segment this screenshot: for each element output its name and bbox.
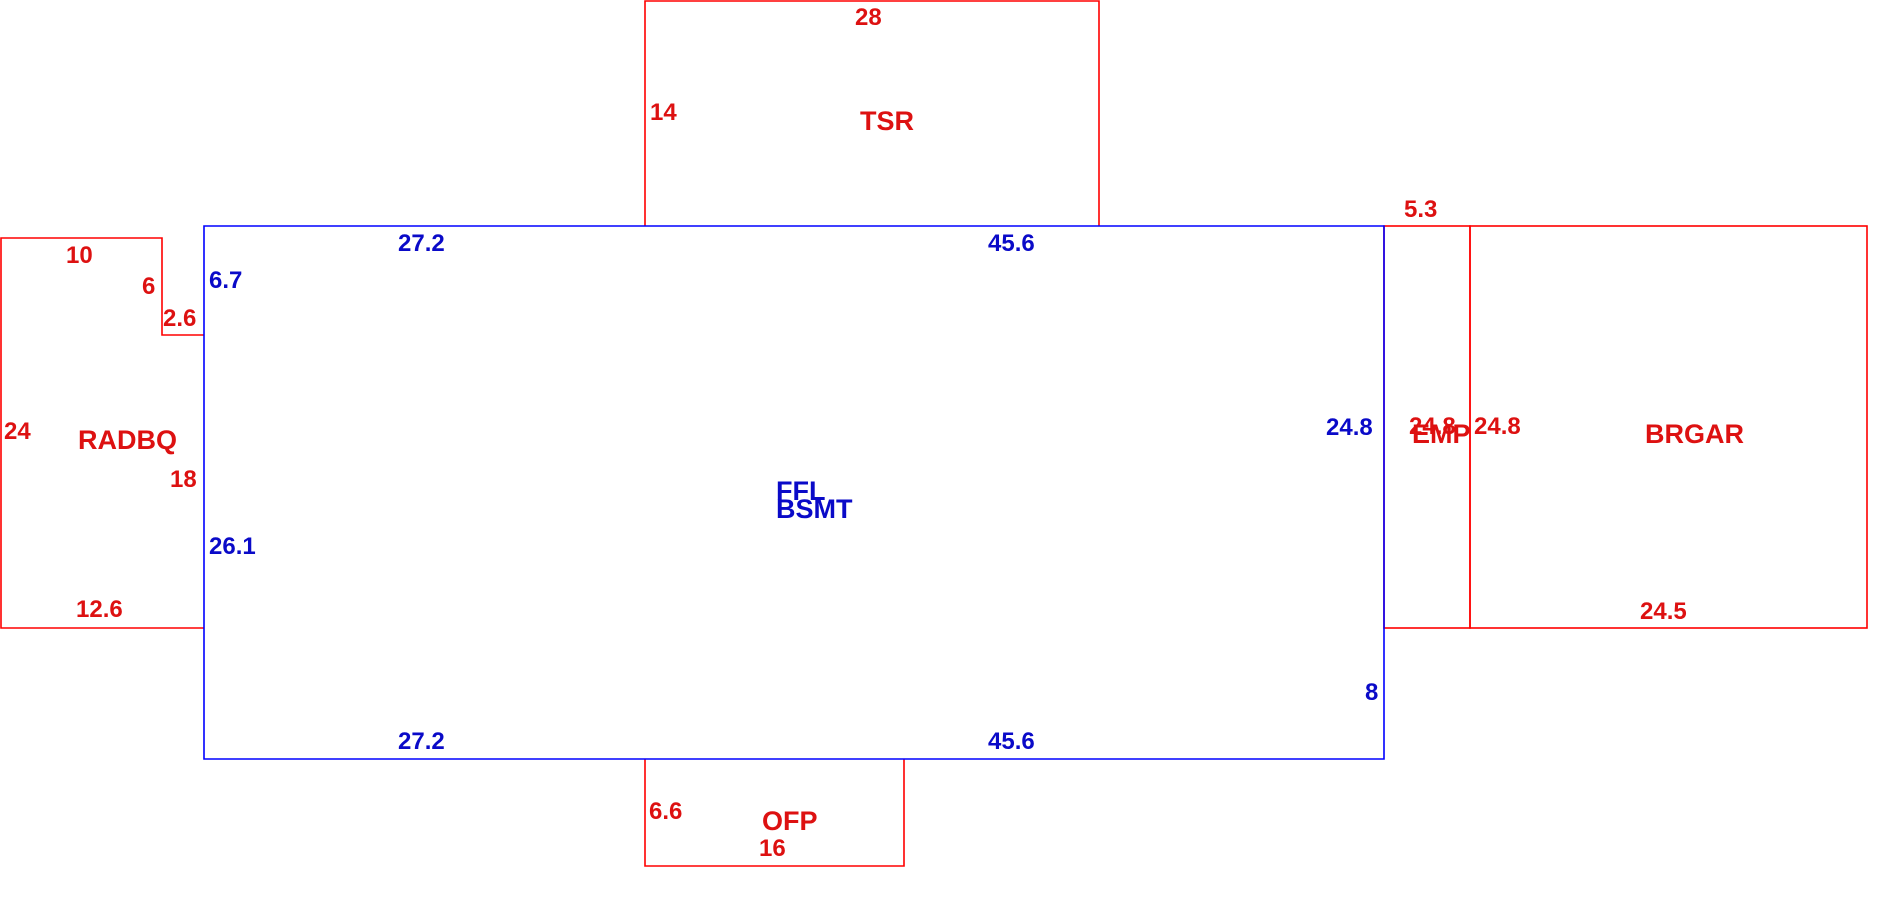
ofp-outline: [644, 759, 905, 867]
main-area-outline: [203, 225, 1385, 760]
tsr-outline: [644, 0, 1100, 226]
radbq-label: RADBQ: [78, 425, 177, 455]
ofp-label: OFP: [762, 806, 818, 836]
brgar-label: BRGAR: [1645, 419, 1744, 449]
main-area-label-ffl: FFL: [776, 476, 825, 506]
tsr-label: TSR: [860, 106, 914, 136]
main-dim-top-left: 27.2: [398, 230, 445, 257]
main-area-label-bsmt: BSMT: [776, 494, 853, 524]
brgar-outline: [1469, 225, 1868, 629]
radbq-dim-bottom: 12.6: [76, 596, 123, 623]
radbq-dim-notch-side: 6: [142, 273, 155, 300]
radbq-dim-left: 24: [4, 418, 31, 445]
main-area-labels: FFL BSMT 27.2 45.6 27.2 45.6 6.7 26.1 24…: [209, 230, 1378, 755]
radbq-dim-notch-top: 2.6: [163, 305, 196, 332]
emp-dim-left: 24.8: [1409, 413, 1456, 440]
main-dim-left-lower: 26.1: [209, 533, 256, 560]
ofp-dim-left: 6.6: [649, 798, 682, 825]
main-dim-bottom-right: 45.6: [988, 728, 1035, 755]
main-dim-bottom-left: 27.2: [398, 728, 445, 755]
main-dim-right-lower: 8: [1365, 679, 1378, 706]
addition-outlines: [0, 0, 1868, 867]
emp-label: EMP: [1412, 419, 1471, 449]
tsr-dim-top: 28: [855, 4, 882, 31]
main-dim-right-upper: 24.8: [1326, 414, 1373, 441]
radbq-outline: [0, 237, 204, 629]
ofp-dim-bottom: 16: [759, 835, 786, 862]
tsr-dim-left: 14: [650, 99, 677, 126]
radbq-dim-right: 18: [170, 466, 197, 493]
brgar-dim-left: 24.8: [1474, 413, 1521, 440]
emp-dim-top: 5.3: [1404, 196, 1437, 223]
radbq-dim-top: 10: [66, 242, 93, 269]
main-dim-left-upper: 6.7: [209, 267, 242, 294]
main-dim-top-right: 45.6: [988, 230, 1035, 257]
brgar-dim-bottom: 24.5: [1640, 598, 1687, 625]
addition-labels: TSR 28 14 RADBQ 10 6 2.6 24 18 12.6 EMP …: [4, 4, 1744, 862]
